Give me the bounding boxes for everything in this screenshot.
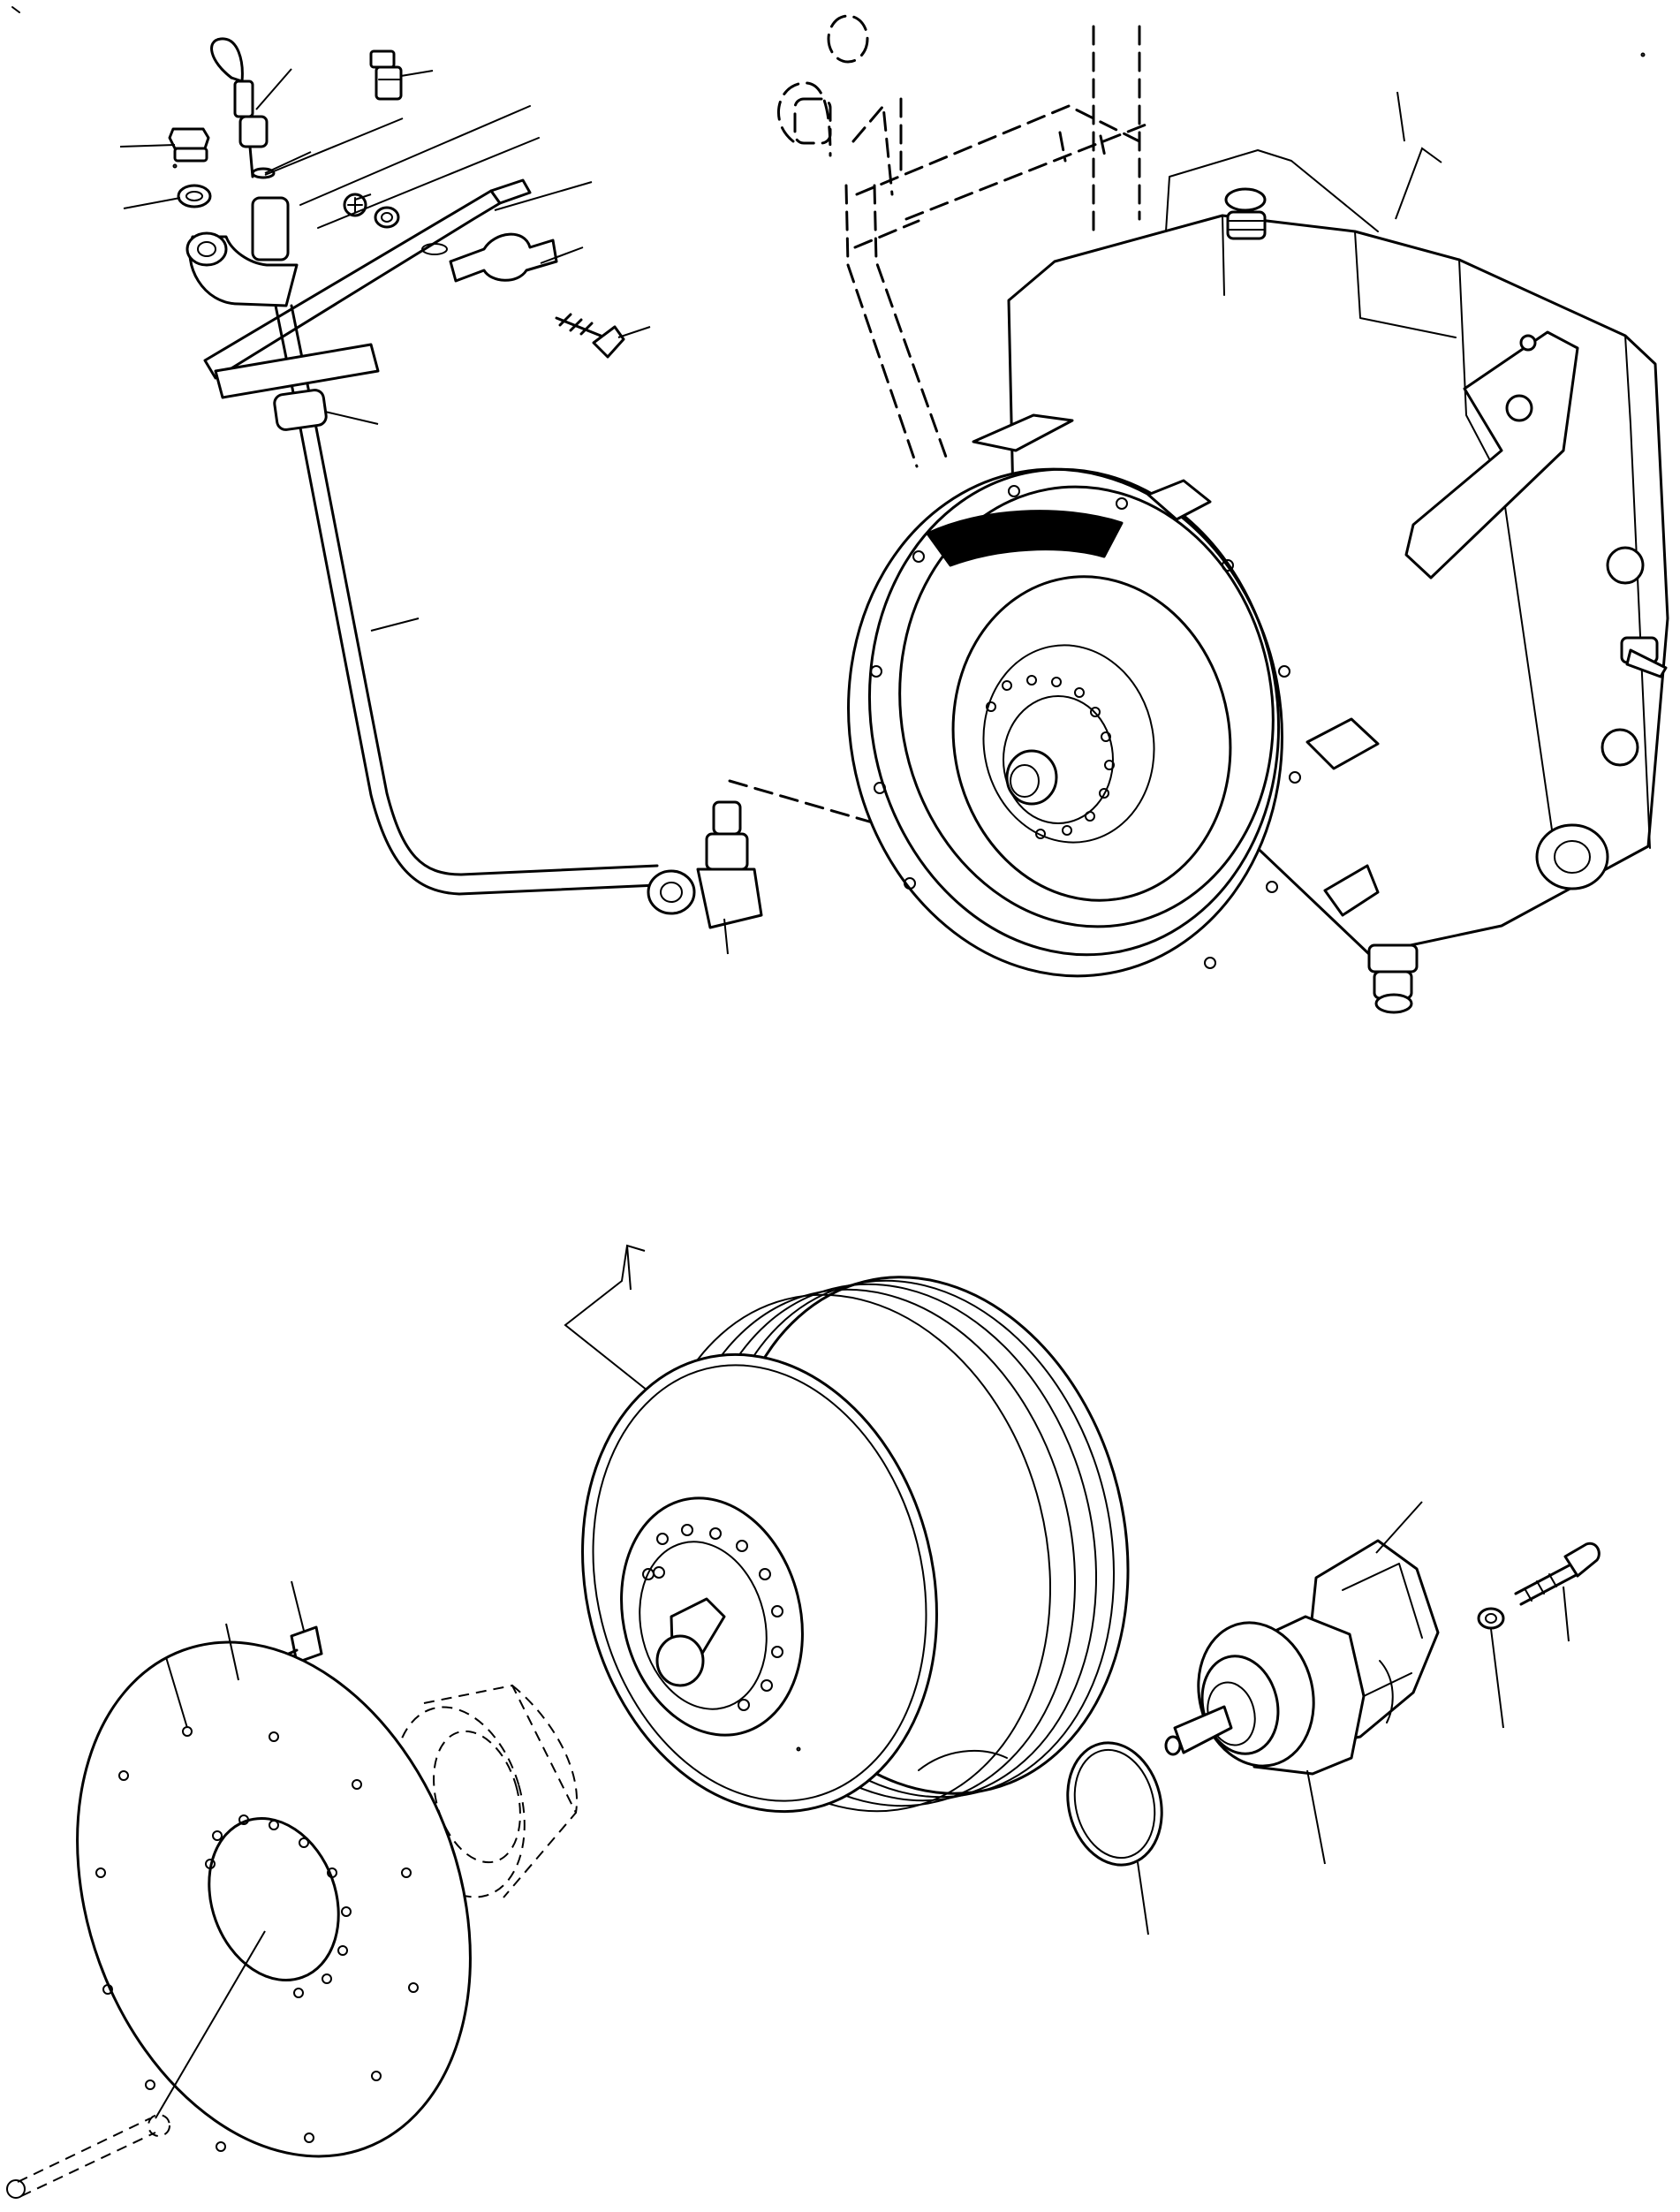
pump-bolt — [1514, 1542, 1601, 1606]
screw — [555, 313, 625, 359]
small-bolt — [343, 193, 400, 229]
bracket — [203, 105, 540, 380]
input-hub — [1005, 749, 1058, 806]
drive-plate-group — [6, 1580, 578, 2199]
tube-elbow-upper — [185, 196, 299, 307]
converter-bolt-holes — [642, 1524, 783, 1711]
dashed-bolt — [17, 2117, 156, 2197]
rim-bolt-holes — [870, 485, 1301, 969]
hub-bolt-holes — [986, 675, 1115, 839]
breather-plug — [369, 49, 403, 101]
gasket — [177, 184, 212, 208]
corner-mark — [11, 6, 20, 13]
side-port — [1535, 823, 1609, 890]
oil-tube — [214, 304, 659, 896]
mounting-bracket — [1404, 330, 1579, 580]
leader-transmission — [1395, 147, 1442, 220]
pump-drive-group — [1066, 1501, 1601, 1936]
clamp — [449, 232, 558, 283]
transmission-assembly — [777, 14, 1669, 1014]
filler-plug — [168, 127, 210, 163]
top-breather — [1224, 187, 1267, 240]
side-boss-1 — [1606, 546, 1645, 585]
drain-fitting — [1367, 943, 1419, 1014]
leaders-top-left — [119, 68, 729, 955]
converter-hub — [655, 1634, 705, 1687]
dashed-piping — [777, 14, 1150, 468]
plate-bolt-holes — [95, 1726, 419, 2152]
pump-drive — [1164, 1539, 1440, 1776]
pump-washer — [1477, 1607, 1505, 1630]
dipstick — [210, 37, 269, 178]
torque-converter — [564, 1244, 1130, 1814]
o-ring — [1066, 1741, 1163, 1867]
dipstick-tube-group — [119, 37, 926, 955]
